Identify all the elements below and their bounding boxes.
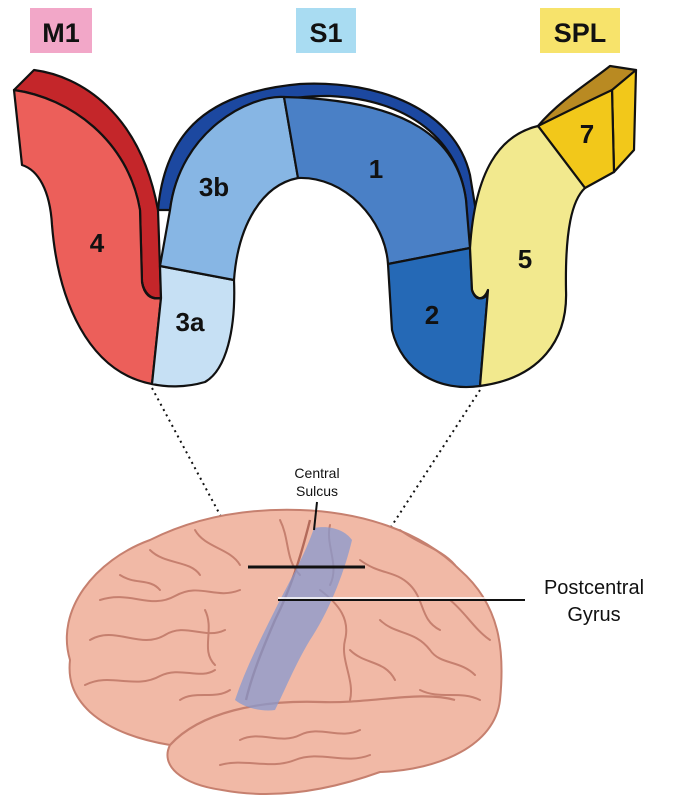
- area2-label: 2: [425, 300, 439, 330]
- m1-header: M1: [30, 8, 92, 53]
- central-sulcus-label-line1: Central: [294, 465, 339, 481]
- area1-label: 1: [369, 154, 383, 184]
- area3b-label: 3b: [199, 172, 229, 202]
- m1-label: M1: [42, 18, 80, 48]
- brain: [67, 510, 502, 794]
- central-sulcus-label-line2: Sulcus: [296, 483, 338, 499]
- area7-label: 7: [580, 119, 594, 149]
- area4-label: 4: [90, 228, 105, 258]
- s1-label: S1: [309, 18, 342, 48]
- postcentral-label-line2: Gyrus: [567, 604, 620, 626]
- cortex-strip: [14, 66, 636, 387]
- spl-header: SPL: [540, 8, 620, 53]
- area4-region: [14, 90, 161, 384]
- area3a-label: 3a: [176, 307, 205, 337]
- postcentral-label-line1: Postcentral: [544, 577, 644, 599]
- s1-header: S1: [296, 8, 356, 53]
- area5-label: 5: [518, 244, 532, 274]
- spl-label: SPL: [554, 18, 607, 48]
